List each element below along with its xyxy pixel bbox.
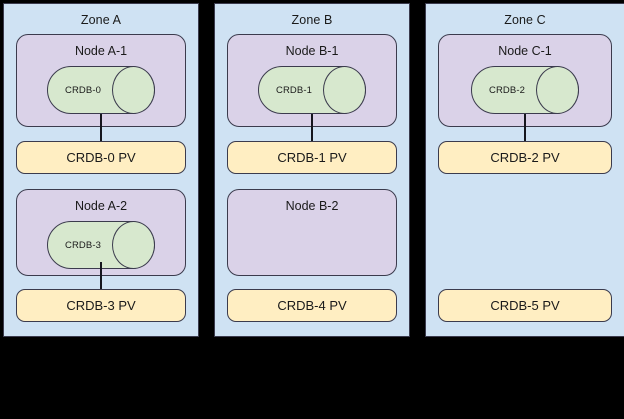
zone-panel-a[interactable]: Zone A Node A-1 CRDB-0 CRDB-0 PV Node A-…: [3, 3, 199, 337]
pv-connector-crdb-0: [100, 114, 102, 142]
pv-connector-crdb-3: [100, 262, 102, 290]
pv-box-crdb-5[interactable]: CRDB-5 PV: [438, 289, 612, 322]
cylinder-end-cap: [323, 66, 366, 114]
pv-box-crdb-2[interactable]: CRDB-2 PV: [438, 141, 612, 174]
pod-label-crdb-2: CRDB-2: [489, 84, 525, 96]
cylinder-end-cap: [112, 66, 155, 114]
zone-title-c: Zone C: [504, 13, 546, 27]
node-label-b-2: Node B-2: [285, 199, 339, 213]
zone-panel-b[interactable]: Zone B Node B-1 CRDB-1 CRDB-1 PV Node B-…: [214, 3, 410, 337]
pv-connector-crdb-2: [524, 114, 526, 142]
pv-box-crdb-0[interactable]: CRDB-0 PV: [16, 141, 186, 174]
pod-cylinder-crdb-0[interactable]: CRDB-0: [47, 66, 155, 114]
zone-title-a: Zone A: [80, 13, 122, 27]
node-box-b-2[interactable]: Node B-2: [227, 189, 397, 276]
zone-panel-c[interactable]: Zone C Node C-1 CRDB-2 CRDB-2 PV CRDB-5 …: [425, 3, 624, 337]
node-box-b-1[interactable]: Node B-1 CRDB-1: [227, 34, 397, 127]
node-label-a-2: Node A-2: [74, 199, 128, 213]
pod-cylinder-crdb-1[interactable]: CRDB-1: [258, 66, 366, 114]
pv-box-crdb-3[interactable]: CRDB-3 PV: [16, 289, 186, 322]
pv-box-crdb-4[interactable]: CRDB-4 PV: [227, 289, 397, 322]
cylinder-end-cap: [112, 221, 155, 269]
zone-title-b: Zone B: [291, 13, 333, 27]
node-label-c-1: Node C-1: [498, 44, 552, 58]
pod-cylinder-crdb-3[interactable]: CRDB-3: [47, 221, 155, 269]
pod-label-crdb-3: CRDB-3: [65, 239, 101, 251]
pv-box-crdb-1[interactable]: CRDB-1 PV: [227, 141, 397, 174]
pod-label-crdb-0: CRDB-0: [65, 84, 101, 96]
pod-label-crdb-1: CRDB-1: [276, 84, 312, 96]
node-box-c-1[interactable]: Node C-1 CRDB-2: [438, 34, 612, 127]
node-box-a-2[interactable]: Node A-2 CRDB-3: [16, 189, 186, 276]
node-box-a-1[interactable]: Node A-1 CRDB-0: [16, 34, 186, 127]
node-label-b-1: Node B-1: [285, 44, 339, 58]
node-label-a-1: Node A-1: [74, 44, 128, 58]
cylinder-end-cap: [536, 66, 579, 114]
pod-cylinder-crdb-2[interactable]: CRDB-2: [471, 66, 579, 114]
pv-connector-crdb-1: [311, 114, 313, 142]
